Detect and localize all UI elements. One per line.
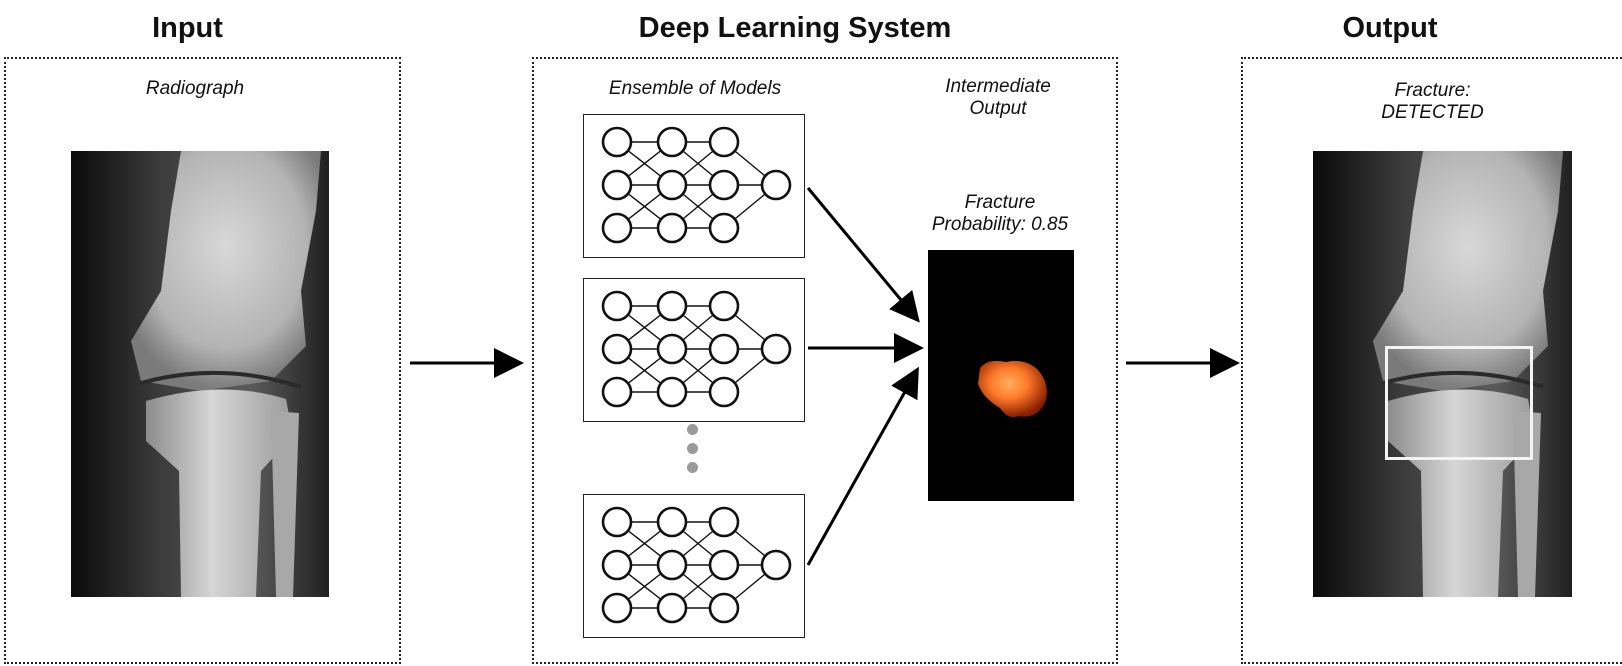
fracture-heatmap [928,250,1074,501]
output-radiograph [1313,151,1572,597]
ensemble-label: Ensemble of Models [608,78,782,99]
output-panel [1241,57,1622,664]
model-box [583,278,805,422]
arrow-right-icon [806,366,919,566]
input-panel [4,57,401,664]
input-title: Input [152,12,223,44]
intermediate-output-label: Intermediate Output [945,76,1051,120]
fracture-probability-label: Fracture Probability: 0.85 [931,192,1069,236]
system-panel [532,57,1118,664]
output-title: Output [1342,12,1438,44]
output-result-label: Fracture: DETECTED [1381,80,1484,124]
neural-network-icon [601,126,792,244]
neural-network-icon [601,290,792,408]
model-box [583,114,805,258]
model-box [583,494,805,638]
arrow-right-icon [806,187,920,323]
fracture-detection-box [1385,346,1533,460]
system-title: Deep Learning System [638,12,952,44]
input-subtitle: Radiograph [145,78,245,99]
input-radiograph [71,151,329,597]
neural-network-icon [601,506,792,624]
